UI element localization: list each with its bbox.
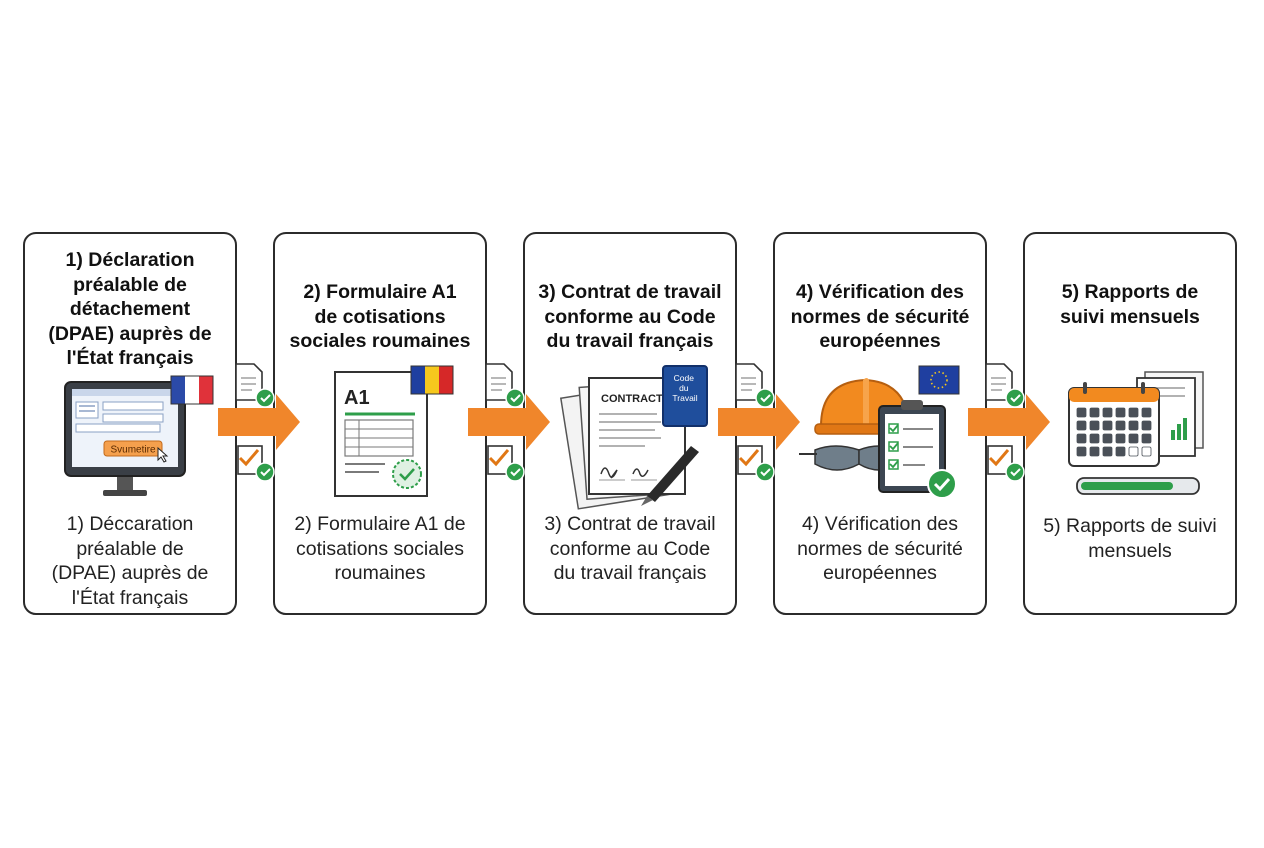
calendar-day xyxy=(1141,407,1152,418)
calendar-day xyxy=(1076,446,1087,457)
checklist-icon xyxy=(987,445,1013,475)
check-circle-icon xyxy=(755,388,775,408)
step-card-5: 5) Rapports de suivi mensuels 5) Rapport… xyxy=(1023,232,1237,615)
check-circle-icon xyxy=(505,462,525,482)
calendar-day xyxy=(1076,407,1087,418)
step-caption-3: 3) Contrat de travail conforme au Code d… xyxy=(544,513,716,584)
romania-flag-icon xyxy=(410,365,454,395)
calendar-day xyxy=(1102,433,1113,444)
calendar-day xyxy=(1089,420,1100,431)
calendar-day xyxy=(1128,433,1139,444)
connector-1 xyxy=(218,363,300,482)
france-flag-icon xyxy=(170,375,214,405)
approved-check-icon xyxy=(927,469,957,499)
calendar-day xyxy=(1141,433,1152,444)
right-arrow-icon xyxy=(468,394,550,450)
calendar-icon xyxy=(1068,382,1160,467)
submit-button-label: Svumetire xyxy=(110,445,155,456)
form-a1-illustration: A1 xyxy=(334,365,454,497)
calendar-day xyxy=(1076,420,1087,431)
checklist-icon xyxy=(737,445,763,475)
step-caption-5: 5) Rapports de suivi mensuels xyxy=(1043,515,1217,562)
step-caption-1: 1) Déccaration préalable de (DPAE) auprè… xyxy=(51,513,209,609)
right-arrow-icon xyxy=(718,394,800,450)
step-title-1: 1) Déclaration préalable de détachement … xyxy=(48,249,212,369)
clipboard-icon xyxy=(878,400,946,493)
eu-flag-icon xyxy=(918,365,960,395)
mini-document-icon xyxy=(985,363,1013,401)
check-circle-icon xyxy=(1005,388,1025,408)
cursor-icon xyxy=(157,446,169,463)
calendar-day xyxy=(1115,407,1126,418)
step-title-4: 4) Vérification des normes de sécurité e… xyxy=(790,281,970,352)
reports-illustration xyxy=(1068,371,1204,495)
calendar-day xyxy=(1128,446,1139,457)
calendar-day xyxy=(1141,420,1152,431)
svg-text:Code du Travai: Code du Travail xyxy=(672,373,697,403)
safety-illustration xyxy=(799,365,960,499)
calendar-grid xyxy=(1076,407,1152,457)
calendar-day xyxy=(1089,407,1100,418)
contract-illustration: CONTRACT Code du Travail xyxy=(559,365,708,510)
mini-document-icon xyxy=(235,363,263,401)
step-caption-2: 2) Formulaire A1 de cotisations sociales… xyxy=(294,513,466,584)
calendar-day xyxy=(1115,420,1126,431)
pen-icon xyxy=(641,446,699,506)
mini-document-icon xyxy=(735,363,763,401)
step-card-4: 4) Vérification des normes de sécurité e… xyxy=(773,232,987,615)
step-title-5: 5) Rapports de suivi mensuels xyxy=(1060,281,1200,328)
calendar-day xyxy=(1141,446,1152,457)
check-circle-icon xyxy=(505,388,525,408)
calendar-day xyxy=(1102,407,1113,418)
document-label-a1: A1 xyxy=(344,387,370,409)
calendar-day xyxy=(1102,420,1113,431)
step-title-3: 3) Contrat de travail conforme au Code d… xyxy=(538,281,722,352)
calendar-day xyxy=(1089,433,1100,444)
right-arrow-icon xyxy=(218,394,300,450)
connector-3 xyxy=(718,363,800,482)
calendar-day xyxy=(1076,433,1087,444)
mini-document-icon xyxy=(485,363,513,401)
seal-icon xyxy=(392,459,422,489)
computer-illustration: Svumetire xyxy=(64,375,214,496)
progress-bar xyxy=(1076,477,1200,495)
right-arrow-icon xyxy=(968,394,1050,450)
check-circle-icon xyxy=(755,462,775,482)
check-circle-icon xyxy=(255,388,275,408)
progress-bar-fill xyxy=(1081,482,1173,490)
check-circle-icon xyxy=(1005,462,1025,482)
calendar-day xyxy=(1089,446,1100,457)
step-card-2: 2) Formulaire A1 de cotisations sociales… xyxy=(273,232,487,615)
submit-button[interactable]: Svumetire xyxy=(103,440,163,457)
step-card-1: 1) Déclaration préalable de détachement … xyxy=(23,232,237,615)
calendar-day xyxy=(1115,446,1126,457)
calendar-day xyxy=(1128,407,1139,418)
calendar-day xyxy=(1115,433,1126,444)
signature-icon xyxy=(600,467,618,479)
step-title-2: 2) Formulaire A1 de cotisations sociales… xyxy=(289,281,471,352)
calendar-day xyxy=(1128,420,1139,431)
step-caption-4: 4) Vérification des normes de sécurité e… xyxy=(797,513,963,584)
check-circle-icon xyxy=(255,462,275,482)
connector-4 xyxy=(968,363,1050,482)
calendar-day xyxy=(1102,446,1113,457)
contract-label: CONTRACT xyxy=(601,393,663,405)
step-card-3: 3) Contrat de travail conforme au Code d… xyxy=(523,232,737,615)
code-du-travail-book-icon: Code du Travail xyxy=(662,365,708,427)
connector-2 xyxy=(468,363,550,482)
document-icon: A1 xyxy=(334,371,428,497)
monitor-icon xyxy=(64,381,186,496)
